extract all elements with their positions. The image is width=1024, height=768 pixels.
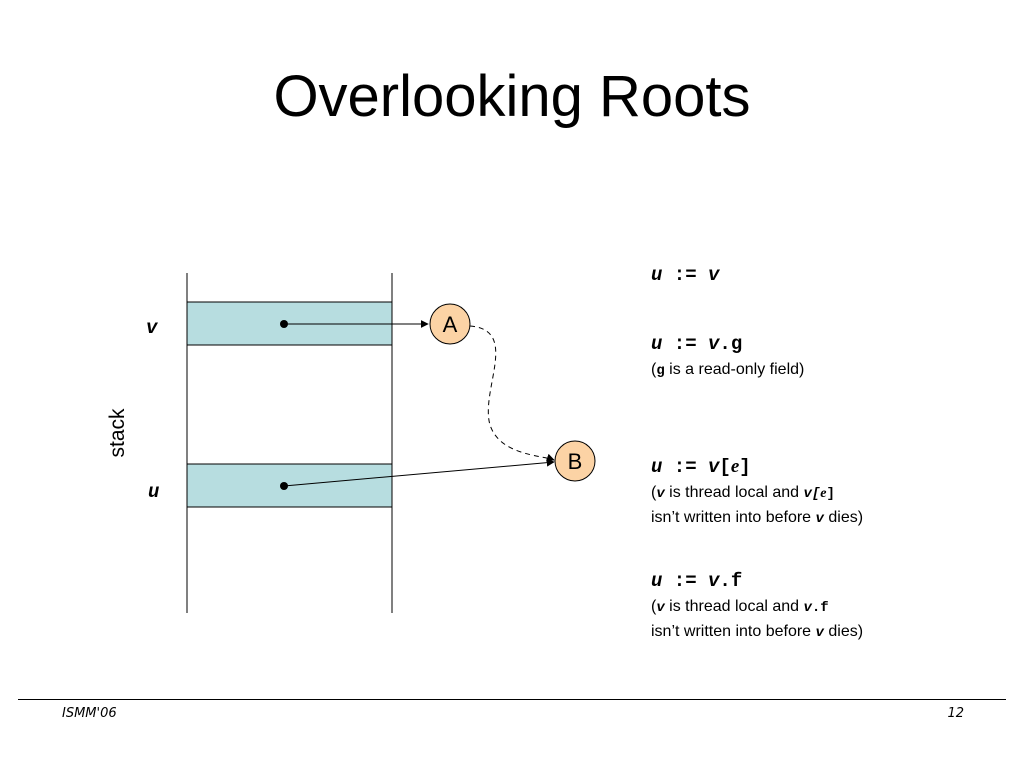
slide-title: Overlooking Roots: [273, 64, 751, 129]
case-2-code: u := v.g: [651, 333, 743, 355]
case-4-code: u := v.f: [651, 570, 743, 592]
case-2-note: (g is a read-only field): [651, 361, 805, 379]
footer-divider: [18, 699, 1006, 700]
case-1-code: u := v: [651, 264, 720, 286]
case-3-code: u := v[e]: [651, 456, 751, 478]
node-b: [554, 440, 596, 482]
var-label-u: u: [148, 481, 159, 503]
slide-number: 12: [947, 706, 964, 721]
footer-conference: ISMM'06: [62, 706, 117, 721]
node-b-label: B: [568, 449, 583, 474]
case-3-note: (v is thread local and v[e]isn’t written…: [651, 484, 864, 527]
var-label-v: v: [146, 317, 159, 339]
node-a-label: A: [443, 312, 458, 337]
stack-label: stack: [106, 408, 129, 458]
node-a: [429, 303, 471, 345]
pointer-arrow-u-to-b: [283, 458, 555, 487]
reference-arrow-a-to-b: [469, 325, 555, 462]
stack-diagram: v u stack A B: [106, 273, 596, 613]
